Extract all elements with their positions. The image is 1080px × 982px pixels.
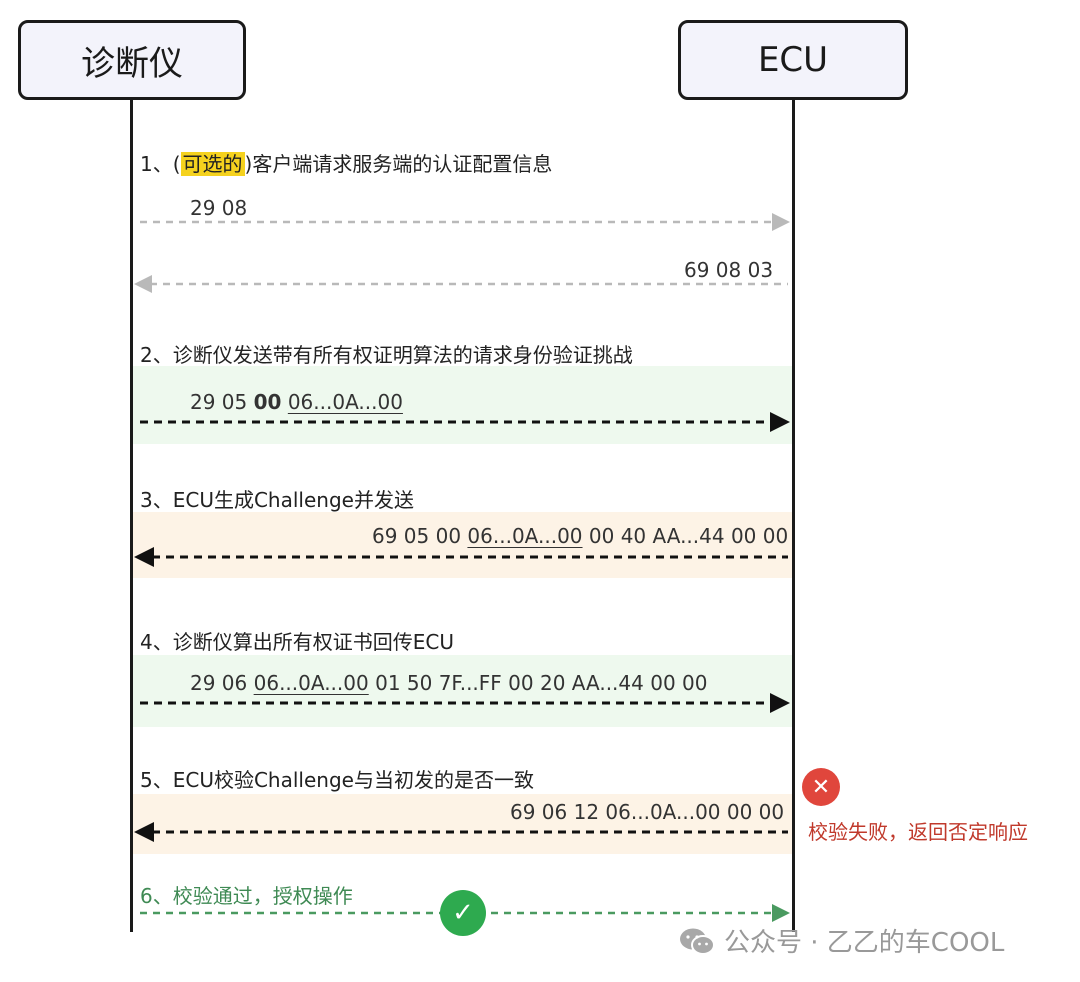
step-3-message: 69 05 00 06...0A...00 00 40 AA...44 00 0… [372,524,789,548]
step-4-message: 29 06 06...0A...00 01 50 7F...FF 00 20 A… [190,671,708,695]
arrowhead-step-1-request [772,213,790,231]
step-5-message: 69 06 12 06...0A...00 00 00 [510,800,785,824]
band-step-2 [133,366,792,444]
watermark-text: 公众号 · 乙乙的车COOL [724,928,1005,958]
arrowhead-step-6 [772,904,790,922]
band-step-4 [133,655,792,727]
step-4-label: 4、诊断仪算出所有权证书回传ECU [140,630,454,654]
validation-failed-text: 校验失败，返回否定响应 [808,820,1028,844]
lifeline-ecu [792,100,795,932]
check-icon: ✓ [440,890,486,936]
actor-ecu: ECU [678,20,908,100]
step-2-message: 29 05 00 06...0A...00 [190,390,403,414]
lifeline-diagnostic-tool [130,100,133,932]
wechat-icon [680,928,715,955]
step-3-label: 3、ECU生成Challenge并发送 [140,488,414,512]
optional-highlight: 可选的 [180,152,245,176]
step-1-request-message: 29 08 [190,196,248,220]
band-step-5 [133,794,792,854]
watermark: 公众号 · 乙乙的车COOL [678,922,1004,959]
step-5-label: 5、ECU校验Challenge与当初发的是否一致 [140,768,534,792]
actor-diagnostic-tool: 诊断仪 [18,20,246,100]
band-step-3 [133,512,792,578]
arrowhead-step-1-response [134,275,152,293]
step-1-response-message: 69 08 03 [684,258,774,282]
step-2-label: 2、诊断仪发送带有所有权证明算法的请求身份验证挑战 [140,343,633,367]
arrowhead-step-5 [134,822,154,842]
cross-icon: ✕ [802,768,840,806]
arrowhead-step-3 [134,547,154,567]
arrowhead-step-2 [770,412,790,432]
step-6-label: 6、校验通过，授权操作 [140,884,353,908]
step-1-label: 1、(可选的)客户端请求服务端的认证配置信息 [140,152,553,176]
arrowhead-step-4 [770,693,790,713]
